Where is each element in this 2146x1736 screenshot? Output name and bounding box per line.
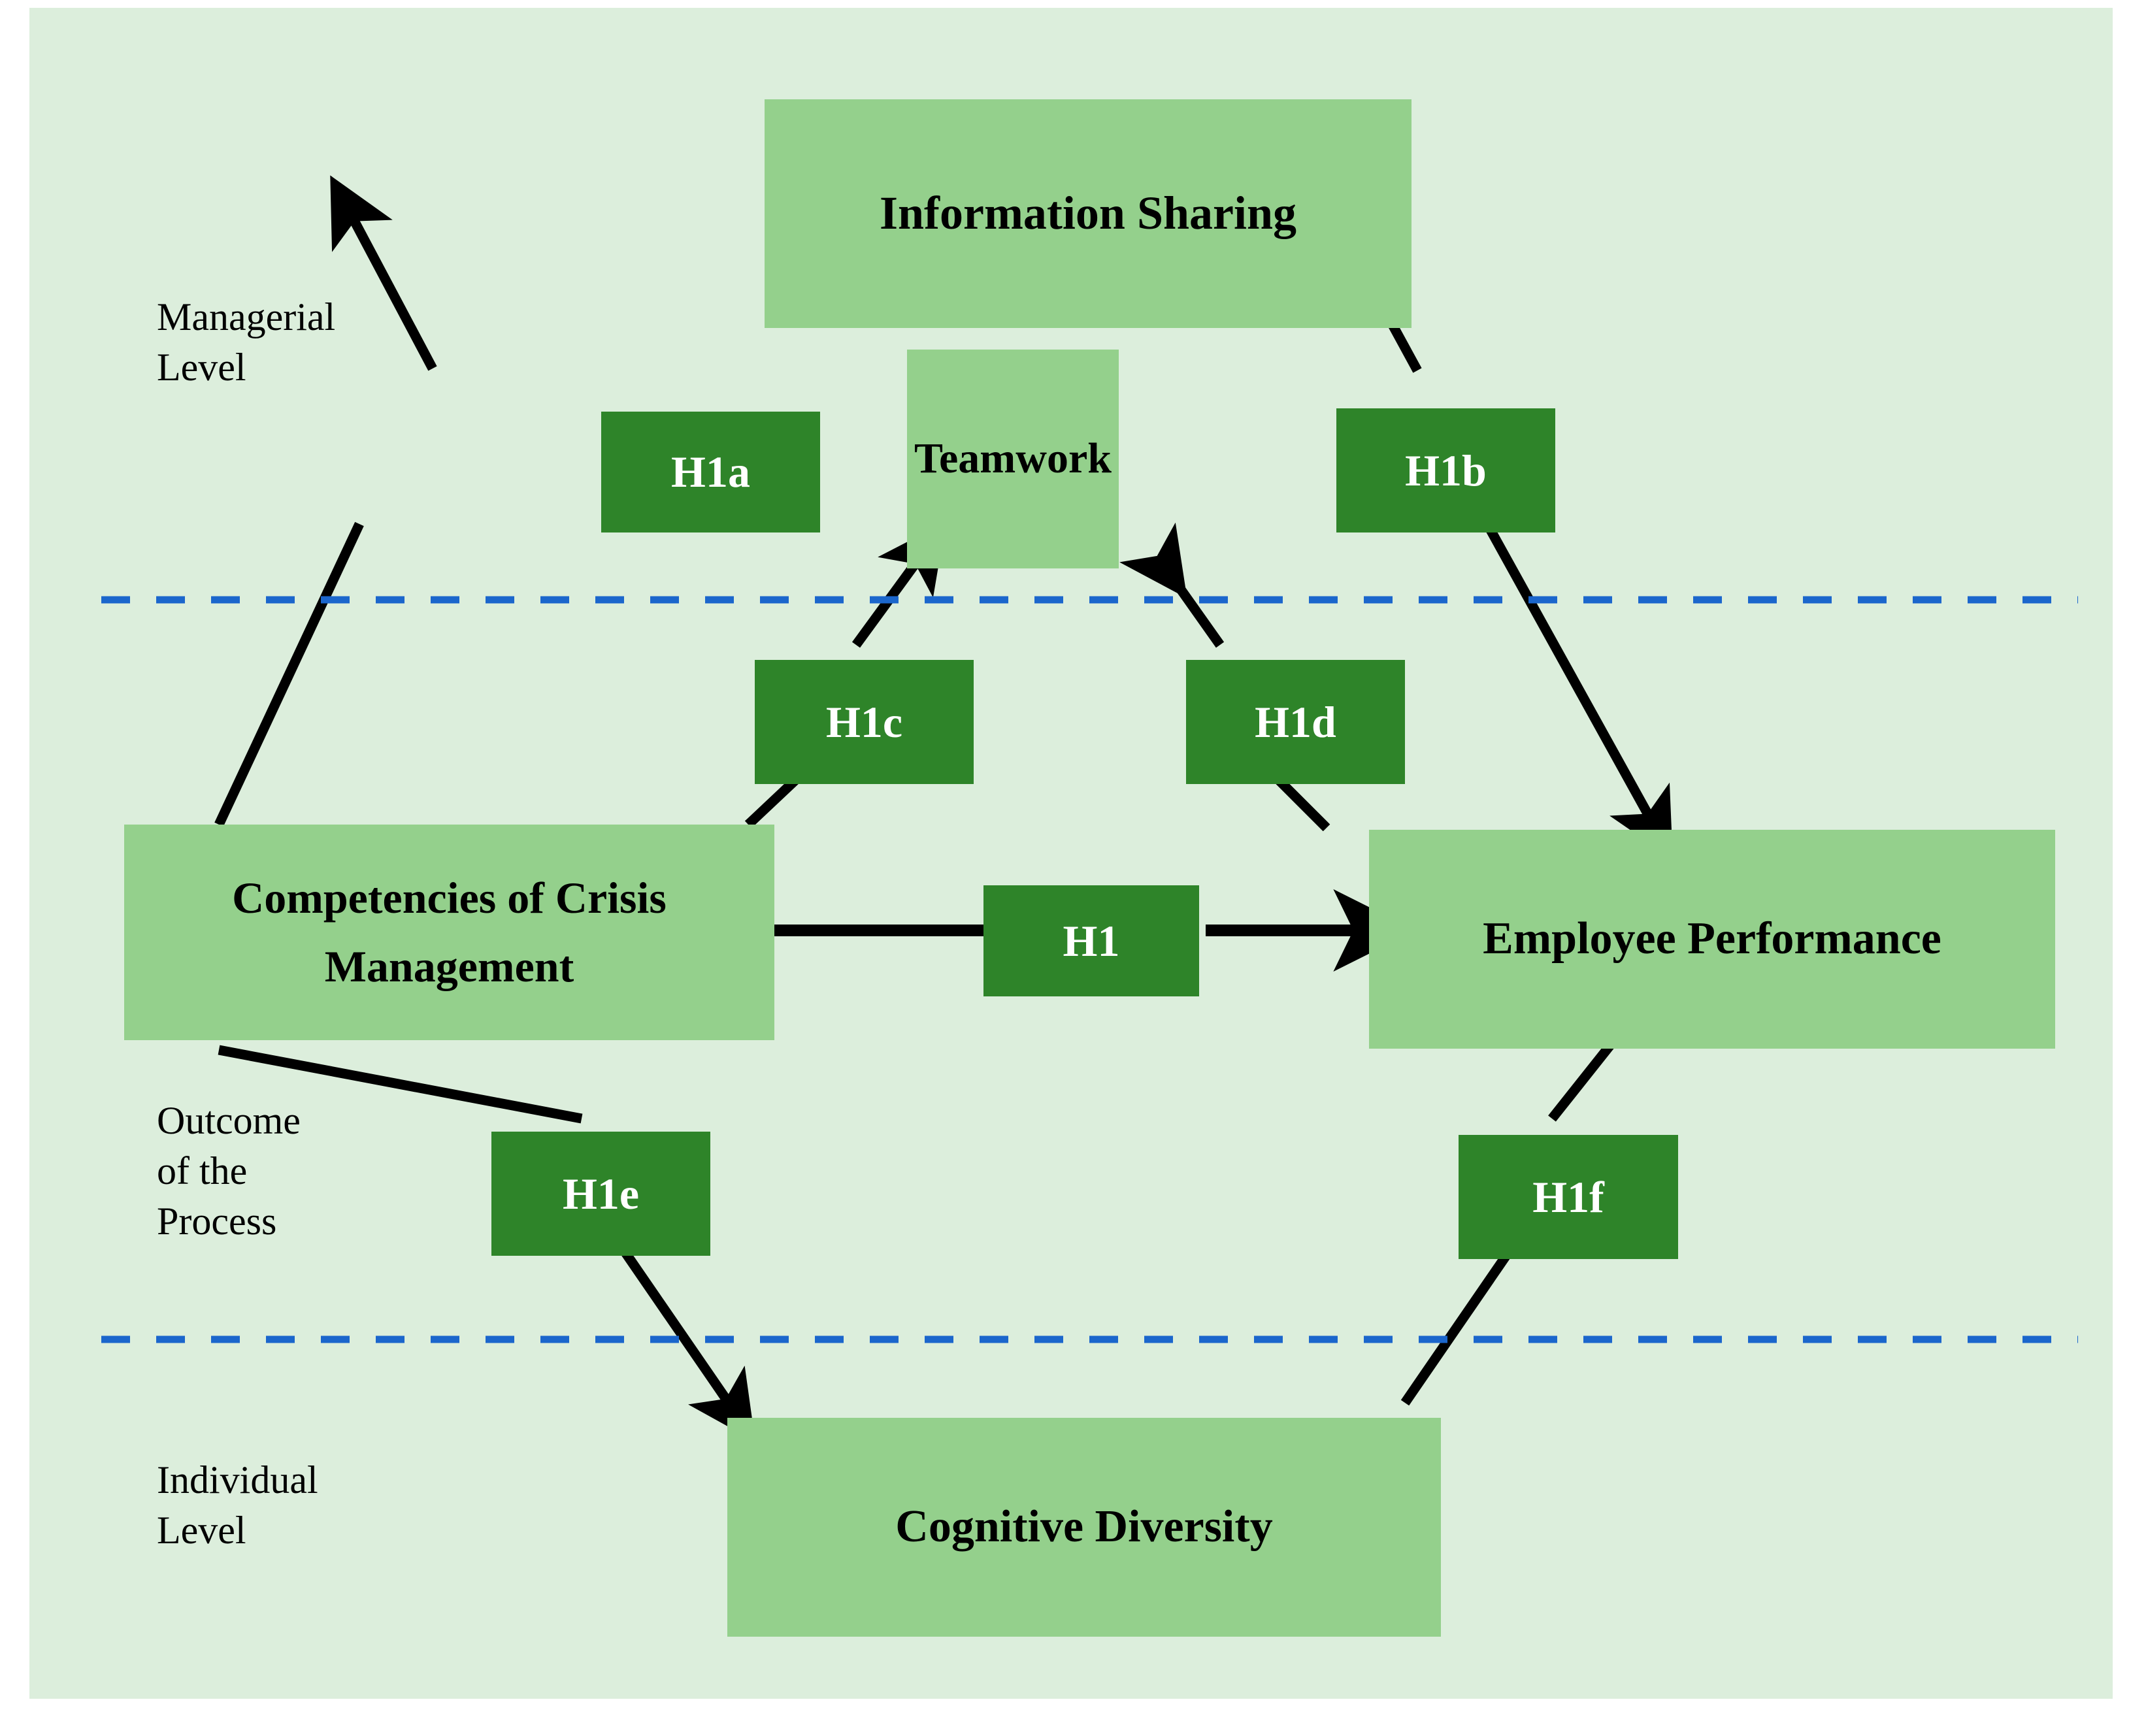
hypothesis-chip-h1d[interactable]: H1d (1186, 660, 1405, 784)
concept-box-teamwork[interactable]: Teamwork (907, 350, 1119, 568)
hypothesis-chip-h1a[interactable]: H1a (601, 412, 820, 532)
concept-box-cognitive-diversity[interactable]: Cognitive Diversity (727, 1418, 1441, 1637)
level-label-individual: Individual Level (157, 1455, 318, 1556)
level-label-outcome-of-the-process: Outcome of the Process (157, 1096, 301, 1246)
diagram-canvas: Managerial Level Outcome of the Process … (29, 8, 2113, 1699)
hypothesis-chip-h1e[interactable]: H1e (491, 1132, 710, 1256)
hypothesis-chip-h1c[interactable]: H1c (755, 660, 974, 784)
hypothesis-chip-h1[interactable]: H1 (983, 885, 1199, 996)
concept-box-employee-performance[interactable]: Employee Performance (1369, 830, 2055, 1049)
hypothesis-chip-h1f[interactable]: H1f (1459, 1135, 1678, 1259)
concept-box-competencies-of-crisis-management[interactable]: Competencies of Crisis Management (124, 825, 774, 1040)
level-label-managerial: Managerial Level (157, 292, 335, 393)
concept-box-information-sharing[interactable]: Information Sharing (765, 99, 1411, 328)
hypothesis-chip-h1b[interactable]: H1b (1336, 408, 1555, 532)
